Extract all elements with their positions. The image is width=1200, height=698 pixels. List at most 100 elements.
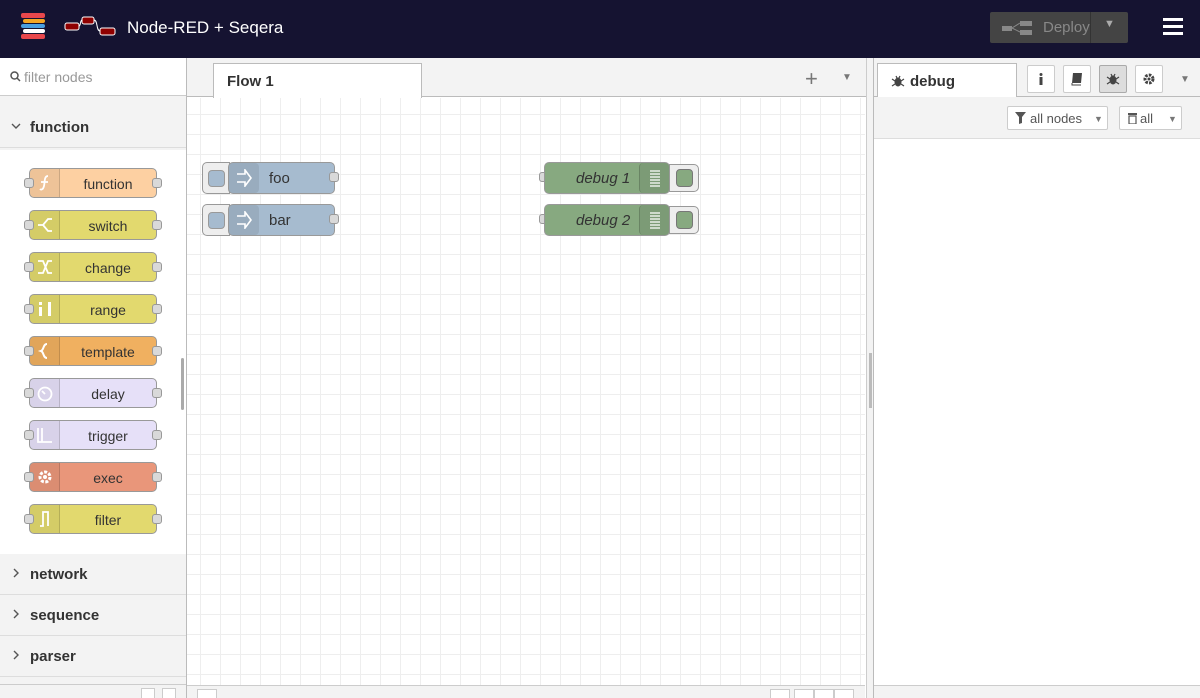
output-port[interactable]	[329, 214, 339, 224]
main-menu-button[interactable]	[1163, 18, 1183, 36]
filter-icon	[40, 511, 49, 527]
search-flows-button[interactable]	[197, 689, 217, 698]
palette-search	[0, 58, 186, 96]
navigator-button[interactable]	[770, 689, 790, 698]
sidebar-footer	[874, 685, 1200, 698]
gear-icon	[1143, 73, 1155, 85]
output-port	[152, 472, 162, 482]
filter-funnel-icon	[1015, 112, 1026, 124]
output-port	[152, 262, 162, 272]
add-flow-icon[interactable]: +	[805, 66, 818, 91]
chevron-down-icon: ▼	[1168, 114, 1177, 124]
debug-filter-dropdown[interactable]: all nodes ▼	[1007, 106, 1108, 130]
palette-node-trigger[interactable]: trigger	[29, 420, 157, 450]
palette-node-function[interactable]: function	[29, 168, 157, 198]
palette-node-exec[interactable]: exec	[29, 462, 157, 492]
collapse-all-button[interactable]	[141, 688, 155, 698]
input-port	[24, 178, 34, 188]
chevron-right-icon	[13, 650, 19, 660]
debug-toggle-button-2[interactable]	[669, 206, 699, 234]
search-icon	[10, 71, 21, 82]
zoom-reset-button[interactable]	[814, 689, 834, 698]
sidebar-menu-icon[interactable]: ▼	[1180, 74, 1190, 85]
output-port	[152, 178, 162, 188]
palette-filter-input[interactable]	[24, 67, 174, 87]
output-port	[152, 220, 162, 230]
zoom-out-button[interactable]	[794, 689, 814, 698]
info-icon	[1039, 73, 1043, 85]
flow-list-menu-icon[interactable]: ▼	[842, 72, 852, 83]
category-network-header[interactable]: network	[0, 555, 186, 595]
help-tab-button[interactable]	[1063, 65, 1091, 93]
debug-clear-dropdown[interactable]: all ▼	[1119, 106, 1182, 130]
zoom-in-button[interactable]	[834, 689, 854, 698]
flow-node-debug-1[interactable]: debug 1	[544, 162, 670, 194]
book-icon	[1071, 73, 1082, 86]
header-bar: Node-RED + Seqera Deploy ▼	[0, 0, 1200, 58]
node-palette: function function switch change range te…	[0, 58, 187, 698]
input-port	[24, 220, 34, 230]
palette-node-change[interactable]: change	[29, 252, 157, 282]
debug-toolbar: all nodes ▼ all ▼	[874, 97, 1200, 139]
category-function-body: function switch change range template de…	[0, 150, 186, 554]
deploy-menu-caret-icon[interactable]: ▼	[1104, 18, 1115, 30]
palette-node-template[interactable]: template	[29, 336, 157, 366]
node-red-logo-icon	[64, 16, 116, 36]
workspace-footer	[187, 685, 865, 698]
switch-icon	[38, 218, 52, 232]
range-icon	[39, 302, 51, 316]
workspace-tabs: Flow 1 + ▼	[187, 58, 866, 98]
output-port[interactable]	[329, 172, 339, 182]
inject-button-foo[interactable]	[202, 162, 230, 194]
chevron-right-icon	[13, 609, 19, 619]
deploy-label: Deploy	[1043, 19, 1090, 36]
flow-canvas[interactable]: foo bar debug 1 debug 2	[187, 98, 865, 685]
output-port	[152, 514, 162, 524]
category-parser-header[interactable]: parser	[0, 637, 186, 677]
debug-toggle-button-1[interactable]	[669, 164, 699, 192]
palette-node-range[interactable]: range	[29, 294, 157, 324]
input-port	[24, 262, 34, 272]
flow-node-bar[interactable]: bar	[228, 204, 335, 236]
workspace: Flow 1 + ▼ foo bar debug 1	[187, 58, 866, 698]
output-port	[152, 388, 162, 398]
palette-node-switch[interactable]: switch	[29, 210, 157, 240]
config-tab-button[interactable]	[1135, 65, 1163, 93]
input-port	[24, 472, 34, 482]
app-title: Node-RED + Seqera	[127, 18, 284, 37]
inject-arrow-icon	[237, 169, 252, 187]
tab-flow-1[interactable]: Flow 1	[213, 63, 422, 98]
flow-node-debug-2[interactable]: debug 2	[544, 204, 670, 236]
flow-node-foo[interactable]: foo	[228, 162, 335, 194]
bug-icon	[1106, 73, 1120, 85]
palette-node-delay[interactable]: delay	[29, 378, 157, 408]
input-port	[24, 346, 34, 356]
category-sequence-header[interactable]: sequence	[0, 596, 186, 636]
input-port	[24, 388, 34, 398]
palette-scrollbar[interactable]	[181, 358, 184, 410]
sidebar-splitter[interactable]	[866, 58, 874, 698]
info-tab-button[interactable]	[1027, 65, 1055, 93]
output-port	[152, 304, 162, 314]
tab-debug[interactable]: debug	[877, 63, 1017, 98]
input-port	[24, 514, 34, 524]
category-function-header[interactable]: function	[0, 108, 186, 148]
debug-list-icon	[650, 212, 660, 229]
deploy-icon	[1002, 21, 1032, 35]
inject-arrow-icon	[237, 211, 252, 229]
debug-tab-button[interactable]	[1099, 65, 1127, 93]
debug-list-icon	[650, 170, 660, 187]
sidebar-tabs: debug ▼	[874, 58, 1200, 98]
expand-all-button[interactable]	[162, 688, 176, 698]
deploy-button[interactable]: Deploy ▼	[990, 12, 1128, 43]
change-icon	[38, 260, 52, 274]
inject-button-bar[interactable]	[202, 204, 230, 236]
chevron-down-icon: ▼	[1094, 114, 1103, 124]
output-port	[152, 346, 162, 356]
input-port	[24, 304, 34, 314]
timer-icon	[37, 386, 53, 402]
cog-icon	[38, 470, 52, 484]
output-port	[152, 430, 162, 440]
palette-node-filter[interactable]: filter	[29, 504, 157, 534]
palette-footer	[0, 684, 186, 698]
